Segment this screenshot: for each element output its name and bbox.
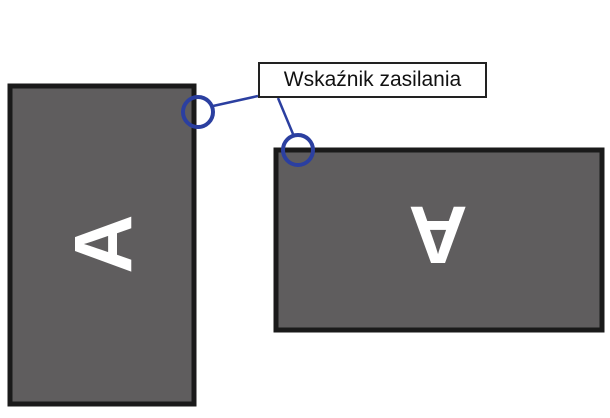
monitor-landscape-panel (273, 147, 605, 333)
monitor-landscape-letter: A (408, 189, 467, 280)
power-indicator-portrait-icon (181, 95, 215, 129)
power-indicator-callout: Wskaźnik zasilania (258, 62, 487, 98)
leader-line-landscape (276, 97, 295, 135)
monitor-portrait-letter: A (59, 214, 150, 273)
leader-line-portrait (212, 94, 259, 108)
power-indicator-landscape-icon (281, 133, 315, 167)
monitor-portrait-panel (7, 83, 197, 407)
monitor-landscape: A (273, 147, 605, 333)
power-indicator-label: Wskaźnik zasilania (283, 68, 462, 91)
monitor-portrait: A (7, 83, 197, 407)
